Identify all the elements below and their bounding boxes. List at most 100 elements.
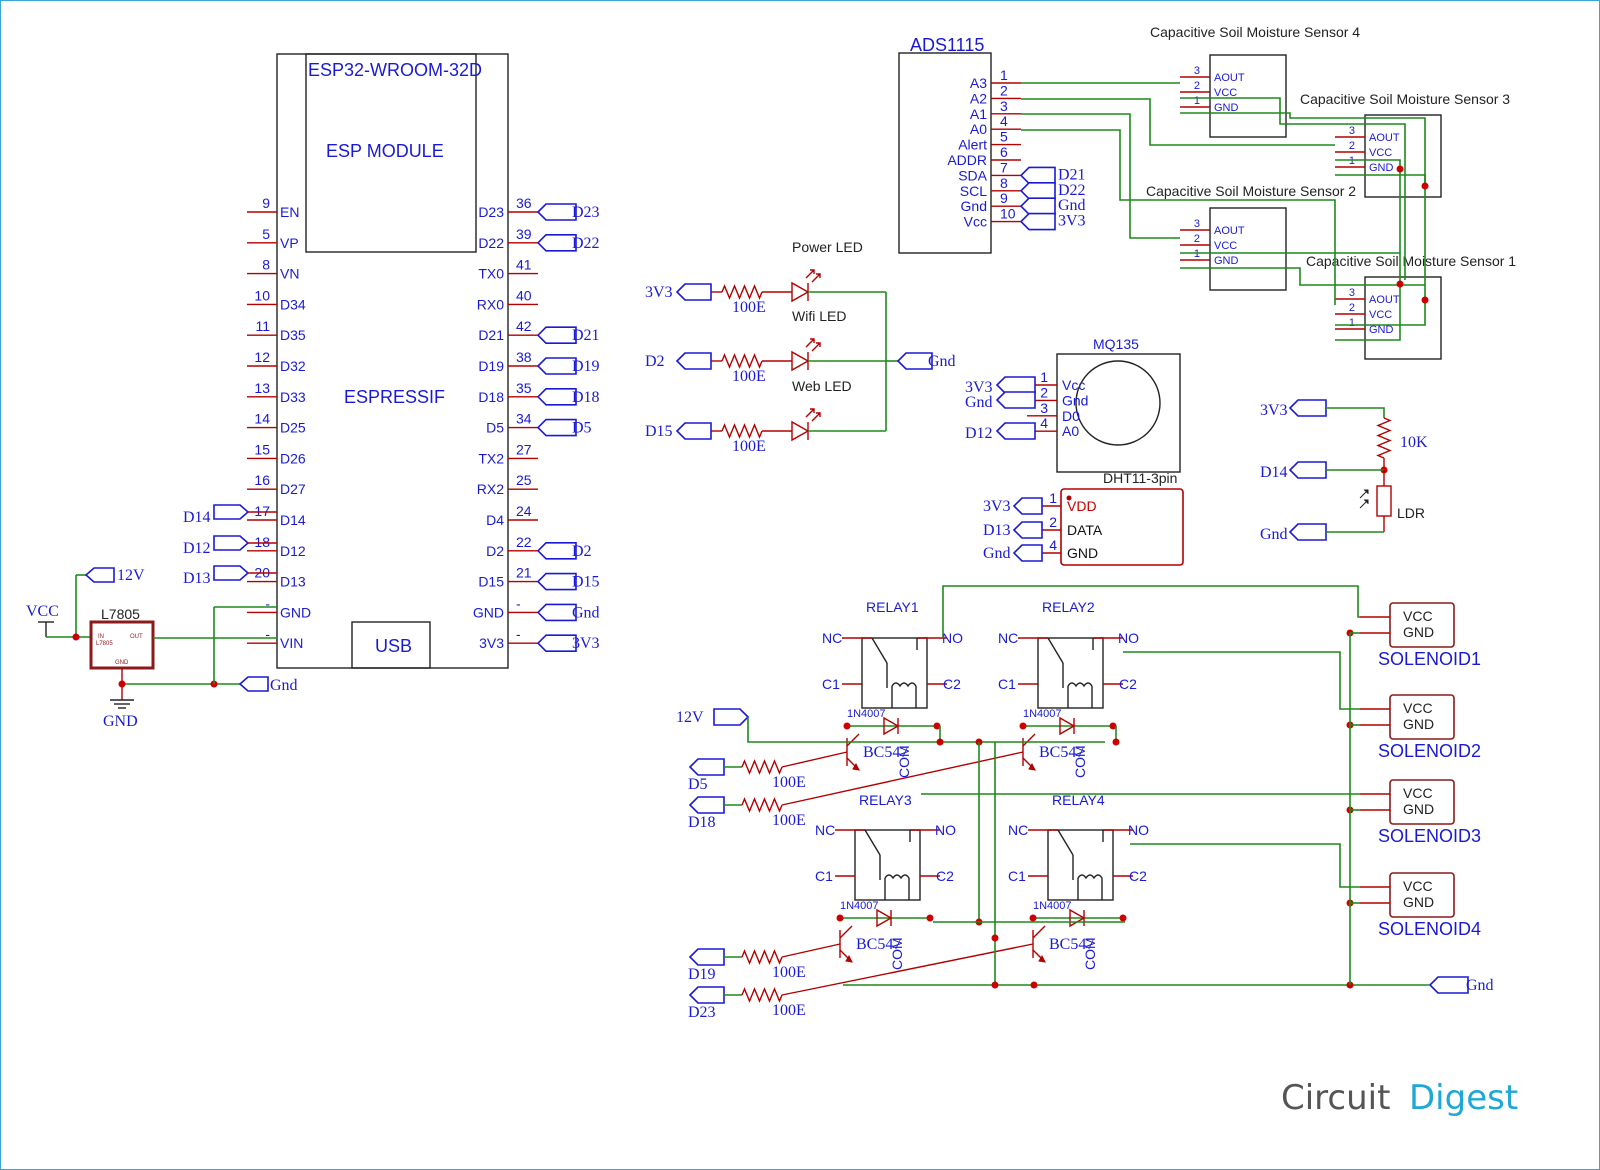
esp-left-pin-number: 18 bbox=[254, 534, 270, 550]
esp-left-pin-name: D26 bbox=[280, 450, 306, 466]
ads-pin-number: 2 bbox=[1000, 82, 1008, 98]
dht-pin-name: DATA bbox=[1067, 522, 1103, 538]
esp-left-pin-number: 14 bbox=[254, 411, 270, 427]
relay-c2: C2 bbox=[936, 868, 954, 884]
esp-right-pin-number: 24 bbox=[516, 503, 532, 519]
solenoid-gnd-label: GND bbox=[1403, 624, 1434, 640]
led-resistor-label: 100E bbox=[732, 438, 766, 455]
esp32-module: ESP32-WROOM-32D ESP MODULE ESPRESSIF USB… bbox=[247, 53, 538, 669]
reg-small-label: L7805 bbox=[96, 641, 113, 647]
mq-pin-name: Vcc bbox=[1062, 377, 1085, 393]
dht-tag: D13 bbox=[983, 522, 1011, 539]
esp-right-pin-number: 36 bbox=[516, 195, 532, 211]
esp-right-pin-name: D22 bbox=[478, 235, 504, 251]
esp-right-pin-number: 25 bbox=[516, 472, 532, 488]
esp-right-pin-name: RX0 bbox=[477, 296, 504, 312]
esp-left-pin-number: 11 bbox=[255, 318, 270, 334]
relay-c2: C2 bbox=[1119, 676, 1137, 692]
sensor-pin-number: 2 bbox=[1194, 233, 1200, 245]
esp-left-pin-number: - bbox=[265, 626, 270, 642]
esp-left-pin-number: 16 bbox=[254, 472, 270, 488]
relay-resistor-label: 100E bbox=[772, 1002, 806, 1019]
esp-right-pin-number: 38 bbox=[516, 349, 532, 365]
relay-c1: C1 bbox=[998, 676, 1016, 692]
ldr-tag: D14 bbox=[1260, 464, 1288, 481]
circuitdigest-logo: Circuit Digest bbox=[1281, 1078, 1518, 1118]
relay-no: NO bbox=[935, 822, 956, 838]
esp-left-pin-number: 17 bbox=[254, 503, 270, 519]
ads-pin-name: Gnd bbox=[961, 198, 987, 214]
esp-left-pin-number: 10 bbox=[254, 287, 270, 303]
solenoid-vcc-label: VCC bbox=[1403, 608, 1433, 624]
esp-right-pin-number: 34 bbox=[516, 411, 532, 427]
relay-com-label: COM bbox=[1072, 745, 1088, 778]
sensor-pin-name: AOUT bbox=[1369, 132, 1400, 144]
ads-pin-number: 6 bbox=[1000, 144, 1008, 160]
esp-left-pin-number: 12 bbox=[254, 349, 270, 365]
ads-pin-number: 8 bbox=[1000, 175, 1008, 191]
ads-tag: D22 bbox=[1058, 182, 1086, 199]
ads-pin-number: 9 bbox=[1000, 190, 1008, 206]
esp-right-pin-number: 27 bbox=[516, 441, 532, 457]
esp-left-pin-name: VN bbox=[280, 266, 299, 282]
relay-tag: D5 bbox=[688, 776, 708, 793]
ads-pin-number: 4 bbox=[1000, 113, 1008, 129]
solenoid-gnd-label: GND bbox=[1403, 894, 1434, 910]
relay-resistor-label: 100E bbox=[772, 812, 806, 829]
mq-tag: 3V3 bbox=[965, 379, 993, 396]
reg-out-label: OUT bbox=[130, 634, 143, 640]
esp-right-pin-number: - bbox=[516, 595, 521, 611]
solenoid-vcc-label: VCC bbox=[1403, 700, 1433, 716]
esp-right-pin-number: 40 bbox=[516, 287, 532, 303]
sensor-pin-number: 3 bbox=[1194, 218, 1200, 230]
esp-left-pin-name: D32 bbox=[280, 358, 306, 374]
ads-tag: D21 bbox=[1058, 166, 1086, 183]
esp-right-pin-name: GND bbox=[473, 604, 504, 620]
power-regulator-section: VCC 12V L7805 IN OUT L7805 GND GND Gnd bbox=[26, 567, 298, 730]
esp-right-pin-name: D18 bbox=[478, 389, 504, 405]
relay-com-label: COM bbox=[889, 937, 905, 970]
mq-tag: Gnd bbox=[965, 394, 993, 411]
sensor-pin-number: 3 bbox=[1194, 65, 1200, 77]
ads-title: ADS1115 bbox=[910, 35, 984, 55]
relay-tag: D19 bbox=[688, 966, 716, 983]
sensor-pin-number: 2 bbox=[1194, 80, 1200, 92]
ads-pin-number: 3 bbox=[1000, 98, 1008, 114]
esp-left-pin-number: 15 bbox=[254, 441, 270, 457]
esp-right-pin-number: 22 bbox=[516, 534, 532, 550]
tag-12v-power: 12V bbox=[117, 567, 145, 584]
sensor-pin-number: 3 bbox=[1349, 287, 1355, 299]
esp-right-pin-name: D15 bbox=[478, 574, 504, 590]
esp-left-pin-number: 5 bbox=[262, 226, 270, 242]
esp-right-pin-name: D5 bbox=[486, 420, 504, 436]
usb-label: USB bbox=[375, 636, 412, 656]
dht-title: DHT11-3pin bbox=[1103, 470, 1177, 486]
solenoid-gnd-label: GND bbox=[1403, 716, 1434, 732]
relay-transistor-label: BC547 bbox=[863, 744, 908, 761]
esp-left-pin-name: D12 bbox=[280, 543, 306, 559]
sensor-pin-number: 3 bbox=[1349, 125, 1355, 137]
sensor-pin-number: 2 bbox=[1349, 302, 1355, 314]
ads-pin-name: ADDR bbox=[947, 152, 987, 168]
relay-c1: C1 bbox=[1008, 868, 1026, 884]
ads-tag: Gnd bbox=[1058, 197, 1086, 214]
relay-diode-label: 1N4007 bbox=[840, 900, 879, 912]
l7805-regulator bbox=[89, 620, 155, 670]
sensor-pin-name: GND bbox=[1214, 255, 1239, 267]
sensor-pin-name: GND bbox=[1214, 102, 1239, 114]
esp-left-pin-name: D34 bbox=[280, 296, 306, 312]
esp-right-pin-number: - bbox=[516, 626, 521, 642]
esp-right-pin-name: RX2 bbox=[477, 481, 504, 497]
solenoid-gnd-label: GND bbox=[1403, 801, 1434, 817]
mq135-title: MQ135 bbox=[1093, 336, 1139, 352]
sensor-pin-name: GND bbox=[1369, 324, 1394, 336]
esp-right-pin-number: 21 bbox=[516, 565, 532, 581]
solenoid-name: SOLENOID1 bbox=[1378, 649, 1481, 669]
esp-left-pin-name: D35 bbox=[280, 327, 306, 343]
